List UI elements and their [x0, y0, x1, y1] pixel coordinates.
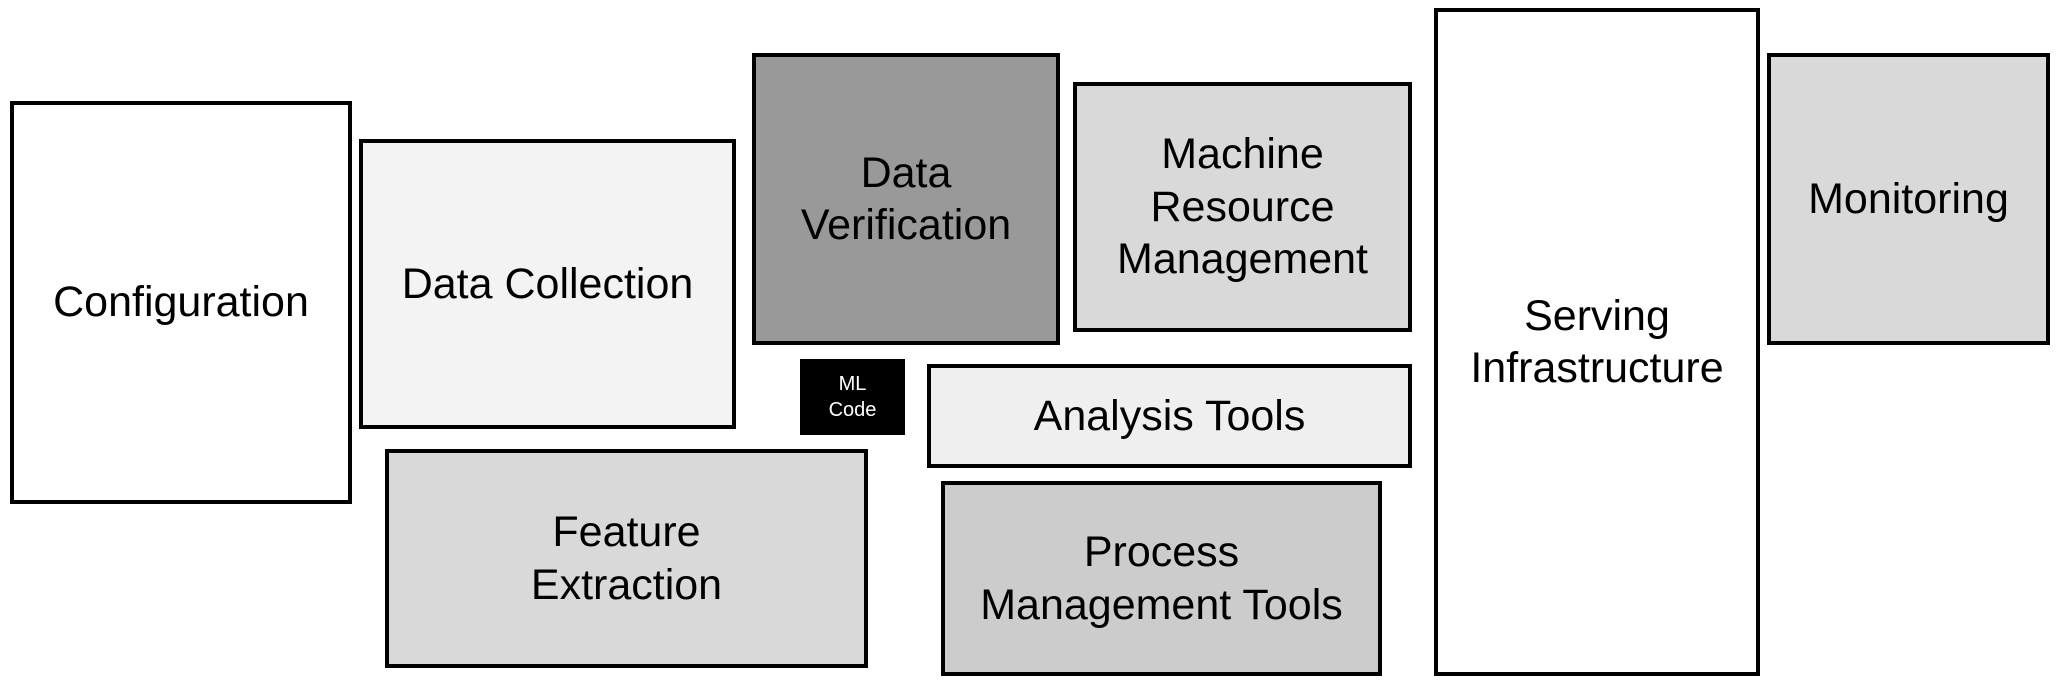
data-verification-label: Data Verification [800, 148, 1012, 249]
serving-infrastructure-box: Serving Infrastructure [1434, 8, 1760, 676]
configuration-label: Configuration [53, 278, 309, 327]
data-verification-box: Data Verification [752, 53, 1060, 345]
monitoring-box: Monitoring [1767, 53, 2050, 345]
configuration-box: Configuration [10, 101, 352, 504]
monitoring-label: Monitoring [1808, 174, 2009, 223]
ml-code-label: ML Code [828, 373, 877, 421]
machine-resource-management-box: Machine Resource Management [1073, 82, 1412, 332]
serving-infrastructure-label: Serving Infrastructure [1470, 291, 1724, 392]
process-management-tools-box: Process Management Tools [941, 481, 1382, 676]
analysis-tools-box: Analysis Tools [927, 364, 1412, 468]
feature-extraction-label: Feature Extraction [530, 508, 723, 609]
machine-resource-management-label: Machine Resource Management [1117, 130, 1368, 284]
data-collection-label: Data Collection [401, 259, 694, 308]
ml-code-box: ML Code [800, 359, 905, 435]
feature-extraction-box: Feature Extraction [385, 449, 868, 668]
process-management-tools-label: Process Management Tools [980, 528, 1343, 629]
data-collection-box: Data Collection [359, 139, 736, 429]
analysis-tools-label: Analysis Tools [1033, 391, 1306, 440]
